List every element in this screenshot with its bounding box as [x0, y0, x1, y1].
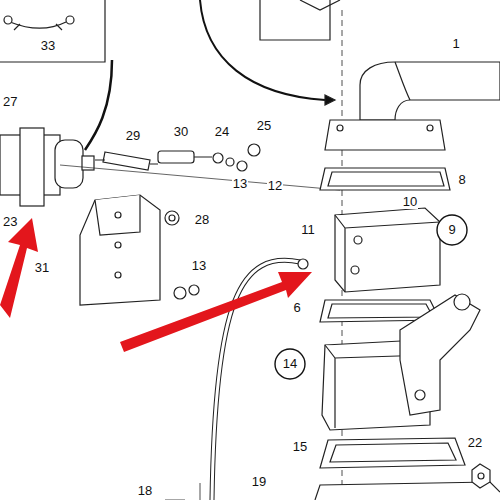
bracket	[80, 195, 160, 305]
callout-number: 8	[457, 173, 466, 187]
red-arrow	[0, 218, 312, 352]
callout-number: 30	[173, 125, 189, 139]
callout-number: 14	[274, 348, 306, 380]
block	[335, 208, 440, 292]
callout-number: 11	[300, 223, 316, 237]
callout-number: 23	[2, 215, 18, 229]
callout-number: 1	[451, 37, 460, 51]
callout-number: 10	[402, 195, 418, 209]
callout-number: 24	[214, 125, 230, 139]
inset-frame	[0, 0, 105, 62]
callout-number: 31	[34, 261, 50, 275]
circled-callout: 14	[274, 348, 306, 380]
callout-number: 18	[137, 484, 153, 498]
gasket	[320, 438, 465, 468]
manifold	[315, 482, 500, 500]
connector-parts	[60, 144, 340, 190]
callout-number: 29	[125, 129, 141, 143]
callout-number: 15	[292, 440, 308, 454]
exhaust-elbow	[325, 62, 500, 150]
callout-number: 9	[436, 214, 468, 246]
callout-number: 19	[251, 475, 267, 489]
callout-number: 25	[256, 119, 272, 133]
callout-number: 27	[2, 95, 18, 109]
frame	[260, 0, 330, 40]
cable	[85, 60, 112, 150]
circled-callout: 9	[436, 214, 468, 246]
callout-number: 13	[232, 177, 248, 191]
leader-curve	[200, 0, 325, 100]
callout-number: 33	[40, 39, 56, 53]
callout-number: 28	[194, 213, 210, 227]
callout-number: 12	[267, 179, 283, 193]
callout-number: 13	[191, 259, 207, 273]
riser	[322, 294, 480, 430]
callout-number: 22	[467, 436, 483, 450]
gasket	[320, 168, 450, 190]
callout-number: 6	[292, 301, 301, 315]
